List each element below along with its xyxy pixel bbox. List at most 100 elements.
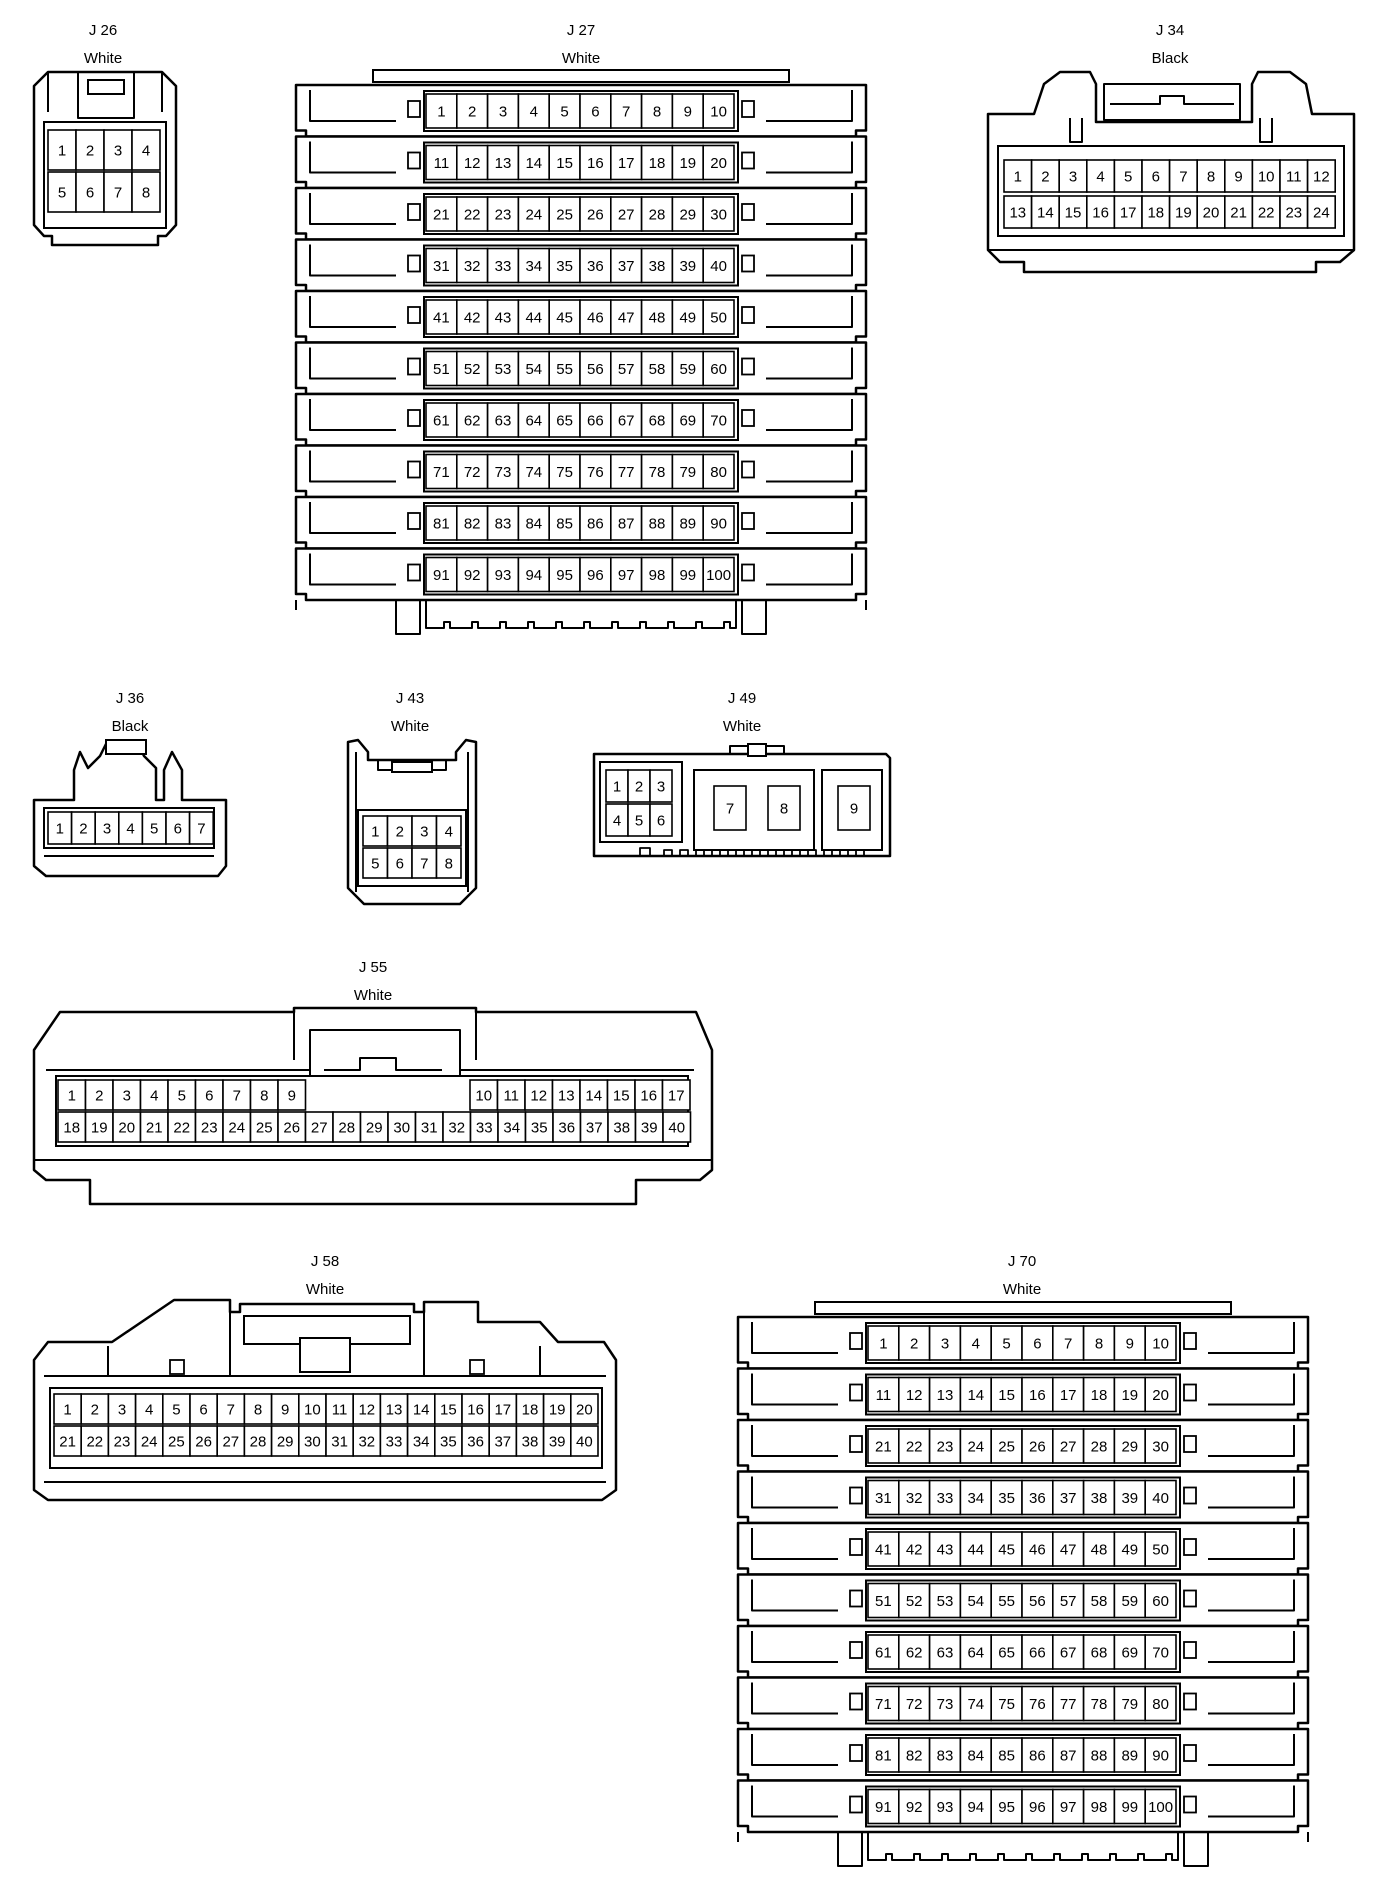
pin-number: 14 bbox=[1037, 205, 1054, 222]
pin-J27-96: 96 bbox=[579, 556, 612, 593]
pin-number: 81 bbox=[875, 1748, 892, 1765]
pin-cell bbox=[486, 196, 520, 232]
pin-J27-55: 55 bbox=[548, 350, 581, 387]
pin-number: 4 bbox=[150, 1088, 158, 1105]
pin-J49-2: 2 bbox=[627, 769, 651, 803]
pin-J70-65: 65 bbox=[990, 1634, 1023, 1670]
pin-J27-41: 41 bbox=[425, 299, 458, 335]
pin-number: 21 bbox=[875, 1439, 892, 1456]
pin-J70-47: 47 bbox=[1052, 1531, 1085, 1567]
pin-J55-33: 33 bbox=[469, 1111, 499, 1143]
pin-number: 40 bbox=[668, 1120, 685, 1137]
pin-J70-39: 39 bbox=[1113, 1479, 1147, 1516]
pin-number: 33 bbox=[937, 1490, 954, 1507]
pin-number: 35 bbox=[440, 1434, 457, 1451]
pin-cell bbox=[990, 1376, 1023, 1413]
pin-J34-19: 19 bbox=[1168, 195, 1198, 229]
pin-J70-97: 97 bbox=[1052, 1788, 1085, 1825]
pin-J70-41: 41 bbox=[867, 1531, 900, 1567]
pin-J58-28: 28 bbox=[243, 1425, 273, 1457]
pin-cell bbox=[1082, 1582, 1116, 1619]
pin-cell bbox=[661, 1079, 691, 1111]
pin-number: 83 bbox=[495, 516, 512, 533]
pin-cell bbox=[486, 556, 520, 593]
pin-number: 50 bbox=[1152, 1542, 1169, 1559]
pin-cell bbox=[634, 1079, 664, 1111]
keyway bbox=[407, 460, 421, 479]
pin-number: 25 bbox=[256, 1120, 273, 1137]
pin-cell bbox=[990, 1428, 1023, 1464]
pin-J70-32: 32 bbox=[897, 1479, 931, 1516]
pin-J70-10: 10 bbox=[1144, 1325, 1177, 1361]
pin-number: 5 bbox=[635, 813, 643, 830]
pin-cell bbox=[1058, 195, 1088, 229]
pin-number: 99 bbox=[1121, 1799, 1138, 1816]
pin-J27-100: 100 bbox=[702, 556, 735, 593]
pin-cell bbox=[57, 1111, 87, 1143]
pin-number: 8 bbox=[1095, 1336, 1103, 1353]
pin-J55-17: 17 bbox=[661, 1079, 691, 1111]
pin-number: 32 bbox=[358, 1434, 375, 1451]
pin-number: 31 bbox=[331, 1434, 348, 1451]
pin-number: 17 bbox=[1060, 1387, 1077, 1404]
pin-J27-94: 94 bbox=[517, 556, 551, 593]
pin-number: 16 bbox=[467, 1402, 484, 1419]
pin-J70-8: 8 bbox=[1082, 1325, 1116, 1361]
pin-J43-4: 4 bbox=[435, 815, 462, 847]
pin-J26-5: 5 bbox=[47, 171, 77, 213]
pin-number: 32 bbox=[464, 258, 481, 275]
latch bbox=[105, 739, 147, 755]
pin-J58-33: 33 bbox=[379, 1425, 409, 1457]
pin-J55-3: 3 bbox=[112, 1079, 142, 1111]
pin-number: 10 bbox=[710, 104, 727, 121]
pin-cell bbox=[702, 556, 735, 593]
pin-J27-43: 43 bbox=[486, 299, 520, 335]
pin-J55-35: 35 bbox=[524, 1111, 554, 1143]
pin-number: 4 bbox=[145, 1402, 153, 1419]
pin-J70-50: 50 bbox=[1144, 1531, 1177, 1567]
pin-J27-69: 69 bbox=[671, 402, 705, 438]
pin-number: 25 bbox=[556, 207, 573, 224]
pin-J58-31: 31 bbox=[325, 1425, 355, 1457]
pin-number: 47 bbox=[618, 310, 635, 327]
pin-J70-72: 72 bbox=[897, 1685, 931, 1722]
pin-number: 39 bbox=[641, 1120, 658, 1137]
pin-cell bbox=[767, 785, 801, 831]
pin-J70-61: 61 bbox=[867, 1634, 900, 1670]
pin-J70-29: 29 bbox=[1113, 1428, 1147, 1464]
pin-cell bbox=[928, 1685, 962, 1722]
pin-J27-42: 42 bbox=[455, 299, 489, 335]
pin-cell bbox=[1058, 159, 1088, 193]
pin-cell bbox=[461, 1425, 491, 1457]
pin-cell bbox=[84, 1079, 114, 1111]
pin-number: 11 bbox=[503, 1088, 519, 1105]
pin-J70-52: 52 bbox=[897, 1582, 931, 1619]
pin-cell bbox=[188, 811, 215, 845]
keyway bbox=[741, 563, 755, 582]
pin-number: 12 bbox=[1313, 169, 1330, 186]
pin-number: 1 bbox=[58, 143, 66, 160]
pin-cell bbox=[959, 1325, 993, 1361]
pin-J26-7: 7 bbox=[103, 171, 133, 213]
pin-cell bbox=[517, 93, 551, 129]
pin-cell bbox=[1082, 1428, 1116, 1464]
pin-J70-37: 37 bbox=[1052, 1479, 1085, 1516]
pin-number: 2 bbox=[95, 1088, 103, 1105]
pin-J27-92: 92 bbox=[455, 556, 489, 593]
pin-number: 34 bbox=[503, 1120, 520, 1137]
pin-number: 89 bbox=[679, 516, 696, 533]
pin-cell bbox=[867, 1582, 900, 1619]
pin-number: 53 bbox=[937, 1593, 954, 1610]
pin-cell bbox=[455, 144, 489, 181]
pin-J55-26: 26 bbox=[277, 1111, 307, 1143]
pin-J70-76: 76 bbox=[1021, 1685, 1054, 1722]
pin-number: 93 bbox=[495, 567, 512, 584]
pin-J34-21: 21 bbox=[1224, 195, 1254, 229]
pin-J70-46: 46 bbox=[1021, 1531, 1054, 1567]
pin-cell bbox=[222, 1079, 252, 1111]
pin-J70-87: 87 bbox=[1052, 1737, 1085, 1773]
